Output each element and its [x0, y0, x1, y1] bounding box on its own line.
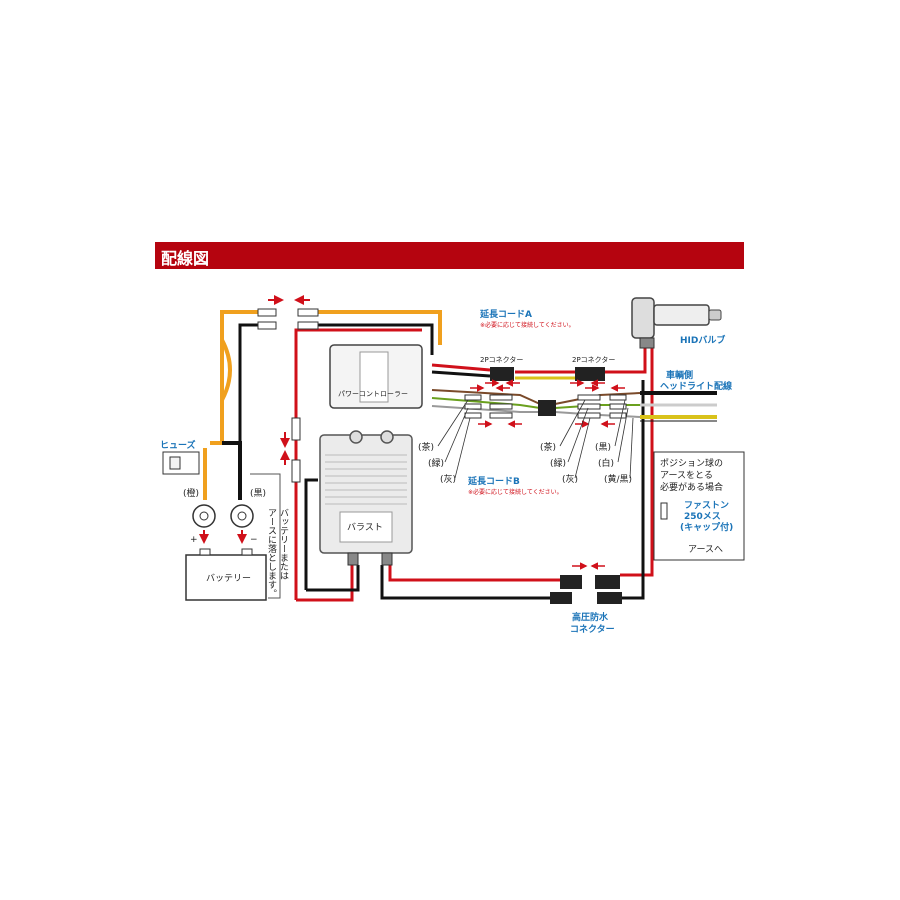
to-ground-label: アースへ — [688, 545, 723, 555]
vehicle-side-label: 車輌側 — [666, 369, 693, 381]
faston-cap: (キャップ付) — [680, 521, 733, 533]
ext-cord-b-note: ※必要に応じて接続してください。 — [468, 488, 563, 496]
wire-black-left-low — [304, 478, 318, 590]
wire-red-right-vertical — [620, 345, 654, 577]
battery-label: バッテリー — [206, 573, 251, 584]
header-title: 配線図 — [161, 249, 210, 268]
wire-red-left-low — [296, 565, 354, 602]
battery — [185, 554, 267, 601]
fuse-element — [169, 456, 181, 470]
ground-note-bracket — [250, 473, 281, 599]
top-connector-2 — [257, 321, 277, 330]
hv-waterproof-connector — [550, 575, 622, 604]
wire-cord-b-gray — [431, 405, 540, 413]
headlight-wiring-label: ヘッドライト配線 — [660, 380, 732, 392]
minus-sign: − — [250, 535, 258, 545]
wire-red-left-vertical — [294, 328, 422, 600]
left-gray-label: (灰) — [440, 473, 456, 485]
faston-size: 250メス — [684, 511, 721, 522]
hv-connector-label1: 高圧防水 — [572, 611, 609, 623]
2p-connector-left-label: 2Pコネクター — [480, 355, 523, 364]
mid-brown-label: (茶) — [540, 441, 556, 453]
2p-connector-left — [490, 367, 514, 381]
fuse-box — [162, 451, 200, 475]
wire-orange-bulge — [220, 339, 232, 401]
power-controller-label: パワーコントローラー — [338, 390, 408, 398]
position-note-line2: アースをとる — [660, 470, 713, 481]
wire-hv-black — [380, 565, 560, 600]
hid-bulb — [631, 297, 722, 349]
faston-label: ファストン — [684, 500, 729, 511]
position-note-line1: ポジション球の — [660, 457, 723, 469]
cord-b-junction — [538, 400, 556, 416]
left-brown-label: (茶) — [418, 441, 434, 453]
hid-bulb-label: HIDバルブ — [680, 334, 725, 346]
left-green-label: (緑) — [428, 457, 444, 469]
ballast-label: バラスト — [347, 522, 383, 533]
wire-power-out-black — [431, 370, 491, 378]
right-black-label: (黒) — [595, 442, 611, 453]
diagram-header-bar: 配線図 — [155, 242, 744, 269]
wire-power-out-red — [431, 363, 491, 372]
position-note-box — [653, 451, 745, 561]
ground-note-line2: アースに落とします。 — [266, 508, 277, 598]
ext-cord-a-label: 延長コードA — [479, 308, 532, 320]
wire-hv-red — [388, 565, 565, 582]
mid-green-label: (緑) — [550, 457, 566, 469]
plus-sign: + — [190, 535, 198, 545]
wire-orange-top — [318, 310, 442, 345]
right-yellow-black-label: (黄/黒) — [604, 473, 632, 485]
mid-gray-label: (灰) — [562, 473, 578, 485]
position-note-line3: 必要がある場合 — [660, 481, 723, 493]
wire-black-ballast — [306, 565, 360, 592]
wire-black-ground — [222, 441, 242, 500]
2p-connector-right — [575, 367, 605, 381]
wire-orange-fuse-loop — [210, 310, 258, 445]
wire-black-top2 — [318, 323, 434, 355]
label-orange: (橙) — [183, 487, 199, 499]
wire-cord-b-brown — [431, 389, 541, 405]
wire-black-top — [238, 323, 258, 443]
wire-black-right-vertical — [620, 380, 645, 600]
2p-connector-right-label: 2Pコネクター — [572, 355, 615, 364]
hv-connector-label2: コネクター — [570, 623, 615, 635]
ext-cord-b-label: 延長コードB — [467, 475, 520, 487]
fuse-label: ヒューズ — [160, 439, 196, 451]
label-black: (黒) — [250, 488, 266, 499]
top-connector-1 — [257, 308, 277, 317]
ground-note-line1: バッテリーまたは — [278, 508, 289, 580]
wire-cord-b-green — [431, 397, 541, 409]
wire-to-hid-red — [605, 345, 647, 374]
right-white-label: (白) — [598, 457, 614, 469]
ext-cord-a-note: ※必要に応じて接続してください。 — [480, 321, 575, 329]
